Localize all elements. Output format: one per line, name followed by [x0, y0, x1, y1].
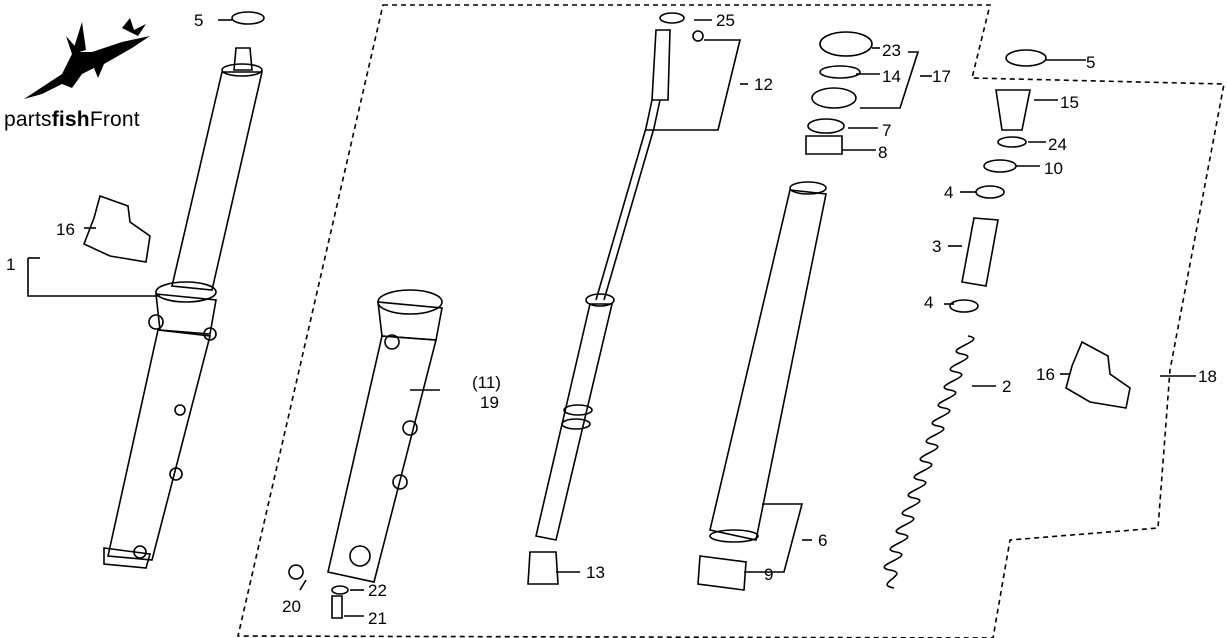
outer-slider-part-19	[327, 289, 443, 583]
label-14: 14	[882, 67, 901, 86]
nut-part-12-top	[692, 30, 704, 42]
inner-tube-part-6	[709, 181, 827, 543]
seat-part-4-lower	[949, 299, 979, 313]
label-22: 22	[368, 581, 387, 600]
label-8: 8	[878, 143, 887, 162]
o-ring-part-24	[997, 136, 1027, 148]
seal-part-5-right	[1005, 49, 1047, 67]
bushing-part-8	[805, 135, 843, 155]
bolt-part-20	[288, 564, 304, 580]
label-3: 3	[932, 237, 941, 256]
label-4-upper: 4	[944, 183, 953, 202]
fork-leg-assembly-part-1	[103, 47, 264, 569]
label-12: 12	[754, 75, 773, 94]
label-6: 6	[818, 531, 827, 550]
label-13: 13	[586, 563, 605, 582]
label-1: 1	[6, 255, 15, 274]
label-17: 17	[932, 67, 951, 86]
washer-part-22	[331, 585, 349, 595]
cap-bolt-part-15	[995, 89, 1031, 131]
oil-seal-part-7-top	[811, 87, 857, 109]
label-21: 21	[368, 609, 387, 628]
dust-seal-part-23	[819, 31, 873, 57]
label-9: 9	[764, 565, 773, 584]
partsfish-logo-icon	[24, 18, 150, 99]
label-2: 2	[1002, 377, 1011, 396]
label-15: 15	[1060, 93, 1079, 112]
lock-piece-part-13	[527, 551, 559, 585]
label-16-right: 16	[1036, 365, 1055, 384]
brand-wordmark: partsfishFront	[4, 108, 140, 131]
label-25: 25	[716, 11, 735, 30]
seat-part-4-upper	[975, 185, 1005, 199]
label-23: 23	[882, 41, 901, 60]
clip-part-14	[819, 65, 861, 79]
spring-part-2	[883, 335, 975, 589]
washer-part-7	[807, 118, 845, 134]
label-10: 10	[1044, 159, 1063, 178]
clip-part-16-right	[1065, 340, 1131, 409]
label-19: 19	[480, 393, 499, 412]
label-5-right: 5	[1086, 53, 1095, 72]
label-16-left: 16	[56, 220, 75, 239]
spacer-part-3	[961, 217, 999, 287]
clip-part-16-left	[82, 194, 151, 263]
bolt-part-21	[331, 595, 343, 619]
label-4-lower: 4	[924, 293, 933, 312]
label-7: 7	[882, 121, 891, 140]
label-20: 20	[282, 597, 301, 616]
bushing-part-9	[697, 555, 747, 591]
label-11: (11)	[472, 373, 501, 392]
assembly-boundary	[236, 4, 1225, 638]
label-24: 24	[1048, 135, 1067, 154]
seal-part-5-left	[231, 11, 265, 25]
damper-rod-part-12	[535, 29, 671, 541]
label-18: 18	[1198, 367, 1217, 386]
label-5-left: 5	[194, 11, 203, 30]
ring-part-25	[659, 12, 685, 24]
washer-part-10	[983, 159, 1017, 173]
